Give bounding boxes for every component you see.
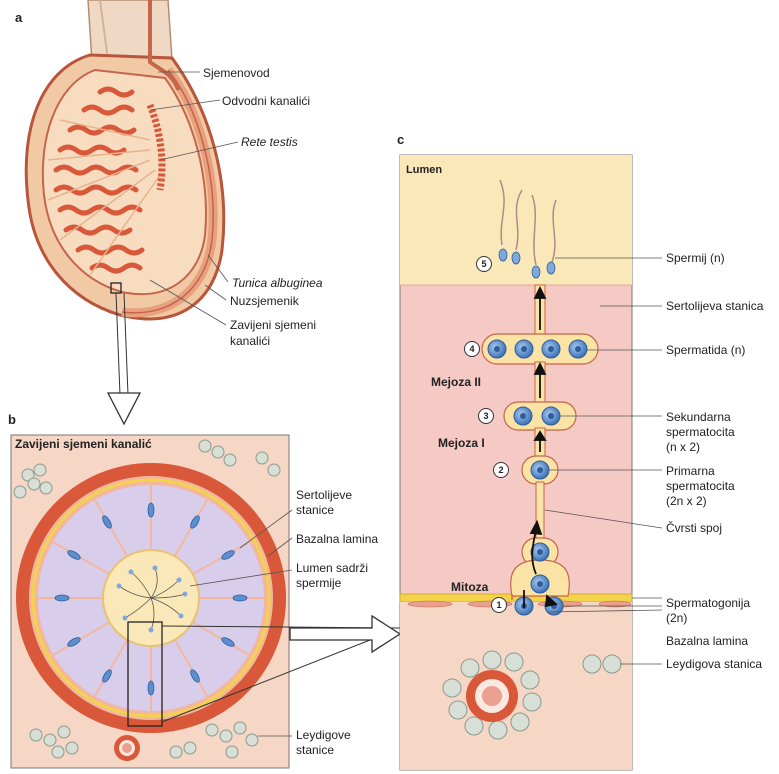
label-spermatogonia-line1: Spermatogonija (666, 596, 750, 610)
label-sertoli-cell: Sertolijeva stanica (666, 299, 763, 313)
panel-b-tissue (11, 435, 289, 768)
label-efferent-ducts: Odvodni kanalići (222, 94, 310, 108)
label-seminiferous-tubules-line2: kanalići (230, 334, 270, 348)
label-secondary-line1: Sekundarna (666, 410, 731, 424)
label-basal-lamina-c: Bazalna lamina (666, 634, 748, 648)
testis-drawing (26, 0, 223, 319)
label-meiosis-1: Mejoza I (438, 436, 485, 450)
label-meiosis-2: Mejoza II (431, 375, 481, 389)
label-epididymis: Nuzsjemenik (230, 294, 299, 308)
label-lumen-line2: spermije (296, 576, 341, 590)
label-seminiferous-tubules-line1: Zavijeni sjemeni (230, 318, 316, 332)
panel-c-epithelium (400, 155, 632, 770)
label-rete-testis: Rete testis (241, 135, 298, 149)
stage-number-3: 3 (478, 408, 494, 424)
panel-label-c: c (397, 132, 404, 147)
label-lumen-c: Lumen (406, 163, 442, 177)
label-primary-line2: spermatocita (666, 479, 735, 493)
label-leydig-line2: stanice (296, 743, 334, 757)
label-sperm: Spermij (n) (666, 251, 725, 265)
stage-number-2: 2 (493, 462, 509, 478)
label-primary-line3: (2n x 2) (666, 494, 707, 508)
label-leydig-line1: Leydigove (296, 728, 351, 742)
label-primary-line1: Primarna (666, 464, 715, 478)
label-secondary-line2: spermatocita (666, 425, 735, 439)
label-sertoli-line2: stanice (296, 503, 334, 517)
label-secondary-line3: (n x 2) (666, 440, 700, 454)
label-leydig-cell: Leydigova stanica (666, 657, 762, 671)
stage-number-4: 4 (464, 341, 480, 357)
panel-b-title: Zavijeni sjemeni kanalić (15, 437, 152, 451)
label-spermatid: Spermatida (n) (666, 343, 745, 357)
label-spermatogonia-line2: (2n) (666, 611, 687, 625)
label-mitosis: Mitoza (451, 580, 488, 594)
panel-label-a: a (15, 10, 22, 25)
label-tunica-albuginea: Tunica albuginea (232, 276, 323, 290)
label-tight-junction: Čvrsti spoj (666, 521, 722, 535)
label-basal-lamina-b: Bazalna lamina (296, 532, 378, 546)
label-vas-deferens: Sjemenovod (203, 66, 270, 80)
stage-number-1: 1 (491, 597, 507, 613)
label-sertoli-line1: Sertolijeve (296, 488, 352, 502)
label-lumen-line1: Lumen sadrži (296, 561, 368, 575)
panel-label-b: b (8, 412, 16, 427)
stage-number-5: 5 (476, 256, 492, 272)
